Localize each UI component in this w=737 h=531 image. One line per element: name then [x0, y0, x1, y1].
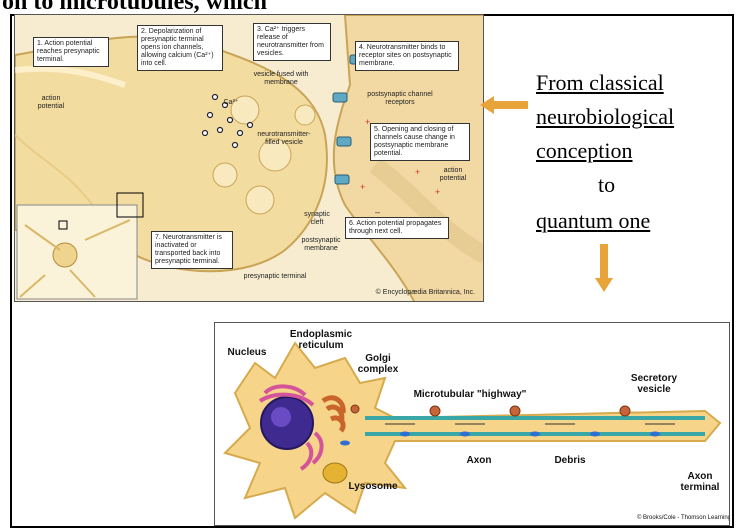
- label-synaptic-cleft: synaptic cleft: [301, 211, 333, 227]
- neuron-illustration: [215, 323, 730, 526]
- label-action-potential-left: action potential: [31, 95, 71, 111]
- label-credit: © Brooks/Cole - Thomson Learning: [561, 513, 730, 524]
- label-highway: Microtubular "highway": [405, 389, 535, 400]
- caption-2: 2. Depolarization of presynaptic termina…: [137, 25, 223, 71]
- label-vesicle-fused: vesicle fused with membrane: [253, 71, 309, 87]
- label-presynaptic-terminal: presynaptic terminal: [239, 273, 311, 281]
- label-lysosome: Lysosome: [343, 481, 403, 492]
- label-axon-terminal: Axon terminal: [675, 471, 725, 493]
- caption-6: 6. Action potential propagates through n…: [345, 217, 449, 239]
- label-copyright: © Encyclopædia Britannica, Inc.: [345, 289, 475, 297]
- label-postsynaptic-receptors: postsynaptic channel receptors: [367, 91, 433, 107]
- label-nucleus: Nucleus: [217, 347, 277, 358]
- caption-1: 1. Action potential reaches presynaptic …: [33, 37, 109, 67]
- text-line-4: to: [598, 172, 615, 198]
- left-arrow-icon: [478, 94, 530, 116]
- text-line-3: conception: [536, 138, 633, 164]
- label-nt-vesicle: neurotransmitter-filled vesicle: [253, 131, 315, 147]
- caption-3: 3. Ca²⁺ triggers release of neurotransmi…: [253, 23, 331, 61]
- neuron-diagram: Nucleus Endoplasmic reticulum Golgi comp…: [214, 322, 730, 526]
- text-line-2: neurobiological: [536, 104, 674, 130]
- caption-5: 5. Opening and closing of channels cause…: [370, 123, 470, 161]
- down-arrow-icon: [593, 242, 615, 294]
- svg-text:+: +: [435, 187, 440, 197]
- text-line-1: From classical: [536, 70, 664, 96]
- label-postsynaptic-membrane: postsynaptic membrane: [295, 237, 347, 253]
- label-debris: Debris: [545, 455, 595, 466]
- caption-7: 7. Neurotransmitter is inactivated or tr…: [151, 231, 233, 269]
- svg-text:+: +: [360, 182, 365, 192]
- label-calcium: Ca²⁺: [219, 99, 243, 107]
- svg-text:–: –: [375, 207, 380, 217]
- label-golgi: Golgi complex: [353, 353, 403, 375]
- text-line-5: quantum one: [536, 208, 650, 234]
- svg-text:+: +: [415, 167, 420, 177]
- caption-4: 4. Neurotransmitter binds to receptor si…: [355, 41, 459, 71]
- label-er: Endoplasmic reticulum: [281, 329, 361, 351]
- label-secretory: Secretory vesicle: [619, 373, 689, 395]
- label-axon: Axon: [459, 455, 499, 466]
- synapse-diagram: +++ +++ ––– 1. Action potential reaches …: [14, 14, 484, 302]
- label-action-potential-right: action potential: [435, 167, 471, 183]
